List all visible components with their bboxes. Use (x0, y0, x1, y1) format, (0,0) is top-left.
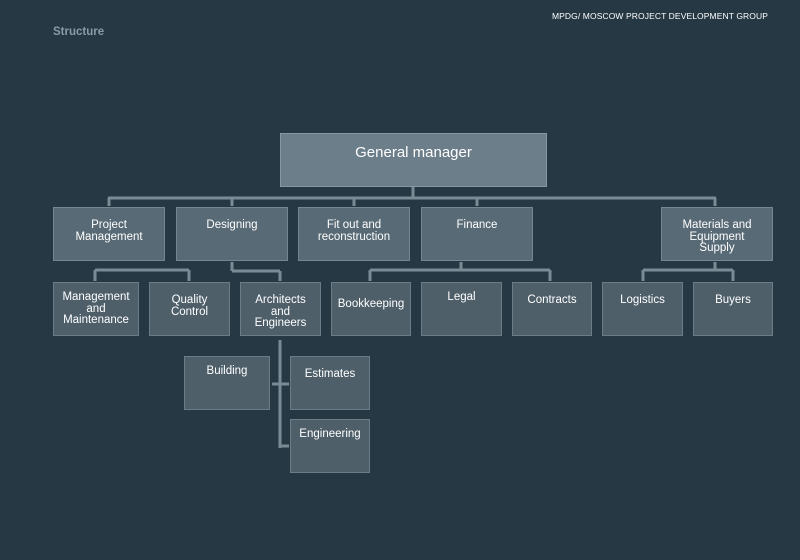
node-label: Engineering (299, 428, 361, 440)
node-materials-equipment-supply[interactable]: Materials and Equipment Supply (661, 207, 773, 261)
node-management-maintenance[interactable]: Management and Maintenance (53, 282, 139, 336)
node-architects-engineers[interactable]: Architects and Engineers (240, 282, 321, 336)
node-label: General manager (355, 144, 472, 161)
node-label: Building (206, 365, 248, 377)
node-label: Bookkeeping (337, 298, 405, 310)
node-buyers[interactable]: Buyers (693, 282, 773, 336)
node-label: Logistics (620, 294, 665, 306)
node-label: Architects and Engineers (254, 294, 307, 329)
node-label: Management and Maintenance (62, 291, 130, 326)
node-estimates[interactable]: Estimates (290, 356, 370, 410)
node-label: Finance (456, 219, 498, 231)
node-legal[interactable]: Legal (421, 282, 502, 336)
node-building[interactable]: Building (184, 356, 270, 410)
node-label: Legal (447, 291, 476, 303)
node-quality-control[interactable]: Quality Control (149, 282, 230, 336)
node-label: Quality Control (170, 294, 209, 318)
node-finance[interactable]: Finance (421, 207, 533, 261)
node-label: Project Management (75, 219, 143, 243)
node-label: Designing (206, 219, 258, 231)
node-label: Fit out and reconstruction (317, 219, 391, 243)
node-logistics[interactable]: Logistics (602, 282, 683, 336)
node-label: Contracts (527, 294, 577, 306)
page-title: Structure (53, 26, 105, 38)
node-label: Buyers (715, 294, 751, 306)
node-fit-out-reconstruction[interactable]: Fit out and reconstruction (298, 207, 410, 261)
node-engineering[interactable]: Engineering (290, 419, 370, 473)
node-label: Estimates (304, 368, 356, 380)
node-label: Materials and Equipment Supply (682, 219, 752, 254)
organization-name: MPDG/ MOSCOW PROJECT DEVELOPMENT GROUP (551, 11, 768, 21)
node-contracts[interactable]: Contracts (512, 282, 592, 336)
node-general-manager[interactable]: General manager (280, 133, 547, 187)
node-project-management[interactable]: Project Management (53, 207, 165, 261)
node-designing[interactable]: Designing (176, 207, 288, 261)
node-bookkeeping[interactable]: Bookkeeping (331, 282, 411, 336)
